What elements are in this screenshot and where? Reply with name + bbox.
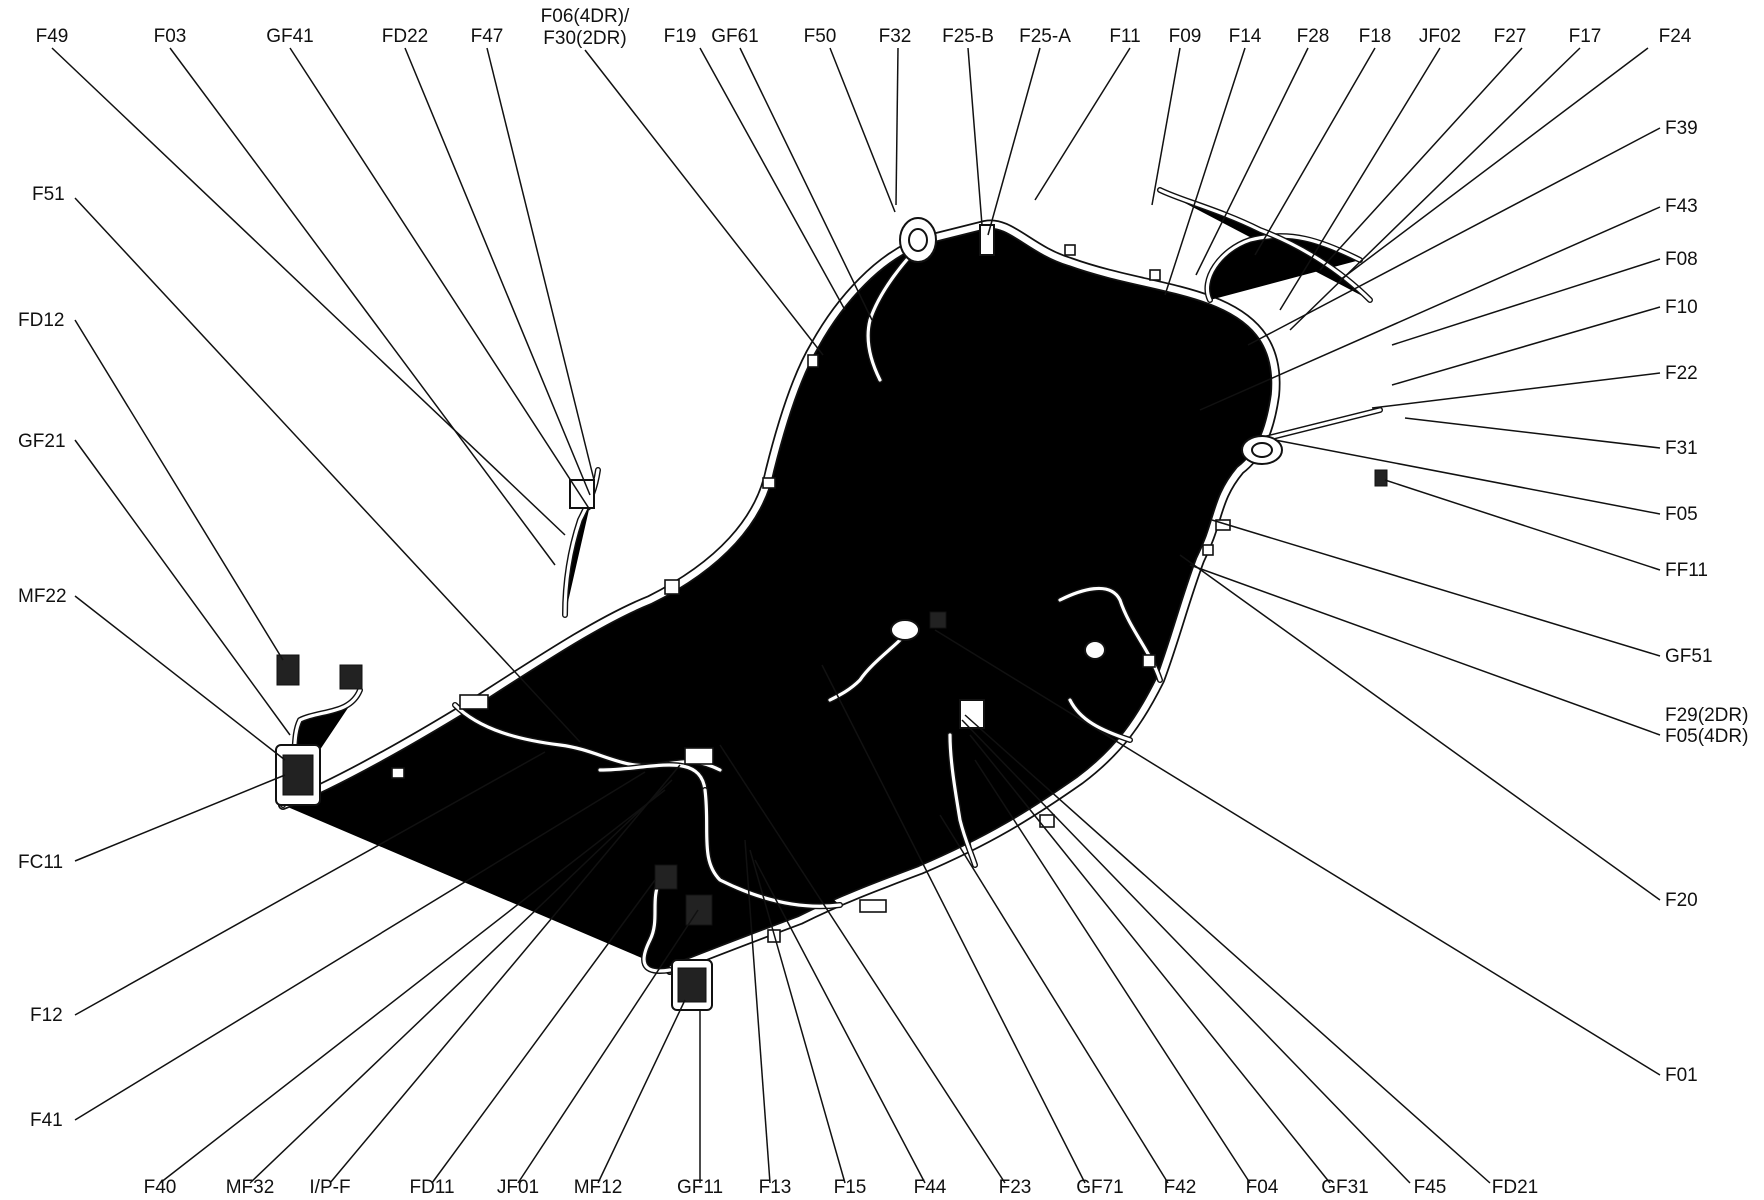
leader-lines — [51, 47, 1661, 1184]
label-f11: F11 — [1109, 26, 1140, 47]
label-f24: F24 — [1659, 26, 1692, 47]
label-f28: F28 — [1297, 26, 1330, 47]
label-f44: F44 — [914, 1177, 947, 1198]
label-fd12: FD12 — [18, 310, 64, 331]
label-f09: F09 — [1169, 26, 1202, 47]
label-f23: F23 — [999, 1177, 1032, 1198]
label-f51: F51 — [32, 184, 65, 205]
label-f25-a: F25-A — [1019, 26, 1071, 47]
label-mf32: MF32 — [226, 1177, 275, 1198]
connectors — [275, 224, 1388, 1011]
label-f12: F12 — [30, 1005, 63, 1026]
label-gf11: GF11 — [677, 1177, 723, 1198]
label-gf61: GF61 — [711, 26, 759, 47]
label-f19: F19 — [664, 26, 697, 47]
label-f29-2dr: F29(2DR) — [1665, 705, 1748, 726]
label-f47: F47 — [471, 26, 504, 47]
ff11-connector — [1374, 469, 1388, 487]
f45-connector — [959, 699, 985, 729]
label-gf41: GF41 — [266, 26, 314, 47]
label-gf71: GF71 — [1076, 1177, 1124, 1198]
grommets — [890, 217, 1283, 660]
left-labels: F51 FD12 GF21 MF22 FC11 F12 F41 — [18, 184, 67, 1131]
label-f04: F04 — [1246, 1177, 1279, 1198]
label-f50: F50 — [804, 26, 837, 47]
label-f15: F15 — [834, 1177, 867, 1198]
label-mf22: MF22 — [18, 586, 67, 607]
label-gf51: GF51 — [1665, 646, 1713, 667]
fd12-connector — [276, 654, 300, 686]
label-f06-4dr: F06(4DR)/ — [541, 6, 630, 27]
label-f05: F05 — [1665, 504, 1698, 525]
label-gf31: GF31 — [1321, 1177, 1369, 1198]
label-gf21: GF21 — [18, 431, 66, 452]
label-f22: F22 — [1665, 363, 1698, 384]
bottom-labels: F40 MF32 I/P-F FD11 JF01 MF12 GF11 F13 F… — [144, 1177, 1539, 1198]
label-f20: F20 — [1665, 890, 1698, 911]
grommet-small — [1084, 640, 1106, 660]
jf01-connector — [654, 864, 678, 890]
label-f31: F31 — [1665, 438, 1698, 459]
label-jf01: JF01 — [497, 1177, 539, 1198]
label-f49: F49 — [36, 26, 69, 47]
label-mf12: MF12 — [574, 1177, 623, 1198]
top-labels: F49 F03 GF41 FD22 F47 F06(4DR)/ F30(2DR)… — [36, 6, 1692, 49]
label-f13: F13 — [759, 1177, 792, 1198]
label-f08: F08 — [1665, 249, 1698, 270]
right-labels: F39 F43 F08 F10 F22 F31 F05 FF11 GF51 F2… — [1665, 118, 1748, 1086]
label-jf02: JF02 — [1419, 26, 1461, 47]
label-f25-b: F25-B — [942, 26, 994, 47]
label-f05-4dr: F05(4DR) — [1665, 726, 1748, 747]
label-fd22: FD22 — [382, 26, 428, 47]
label-f40: F40 — [144, 1177, 177, 1198]
label-f41: F41 — [30, 1110, 63, 1131]
label-f14: F14 — [1229, 26, 1262, 47]
label-f17: F17 — [1569, 26, 1602, 47]
label-f43: F43 — [1665, 196, 1698, 217]
label-f45: F45 — [1414, 1177, 1447, 1198]
label-f10: F10 — [1665, 297, 1698, 318]
label-f18: F18 — [1359, 26, 1392, 47]
label-fd21: FD21 — [1492, 1177, 1538, 1198]
label-f39: F39 — [1665, 118, 1698, 139]
label-f27: F27 — [1494, 26, 1527, 47]
grommet-center — [890, 619, 920, 641]
label-f30-2dr: F30(2DR) — [543, 28, 626, 49]
label-f01: F01 — [1665, 1065, 1698, 1086]
label-fc11: FC11 — [18, 852, 63, 873]
label-ip-f: I/P-F — [309, 1177, 350, 1198]
harness-trunk — [283, 224, 1276, 970]
label-f32: F32 — [879, 26, 912, 47]
label-f03: F03 — [154, 26, 187, 47]
label-fd11: FD11 — [409, 1177, 454, 1198]
label-ff11: FF11 — [1665, 560, 1708, 581]
label-f42: F42 — [1164, 1177, 1197, 1198]
